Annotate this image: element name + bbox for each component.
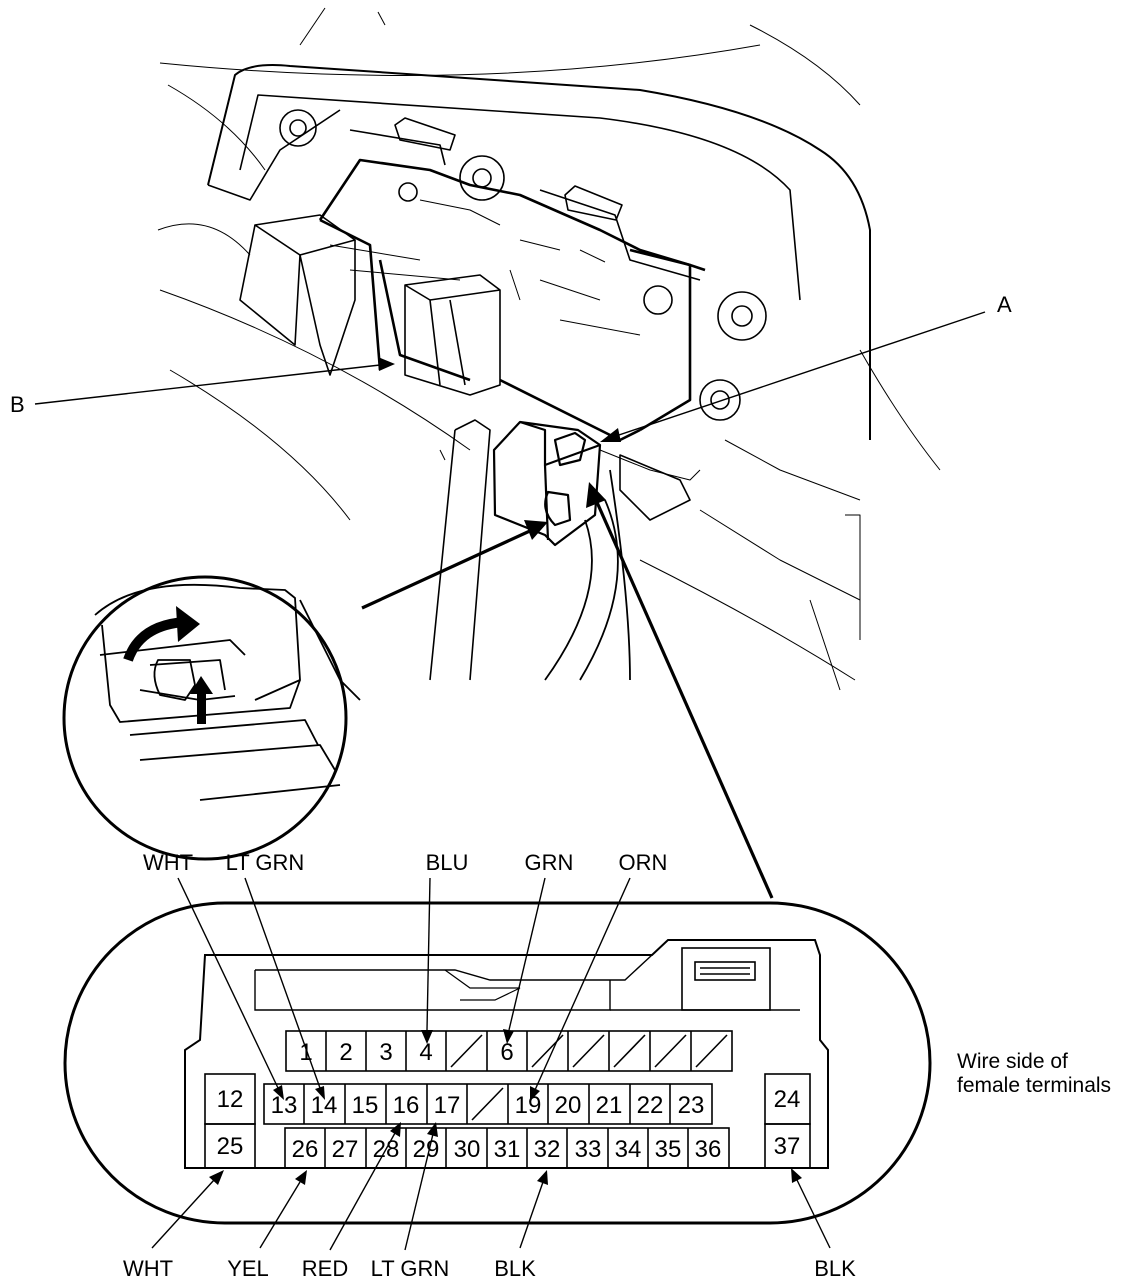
wire-label-wht-top: WHT — [143, 850, 193, 875]
dashboard-line-art — [157, 7, 941, 691]
terminal-33: 33 — [575, 1136, 602, 1163]
terminal-27: 27 — [332, 1136, 359, 1163]
callout-leaders — [34, 311, 986, 442]
wire-label-blu: BLU — [426, 850, 469, 875]
wire-label-ltgrn-top: LT GRN — [226, 850, 305, 875]
terminal-12: 12 — [217, 1086, 244, 1113]
top-wire-labels: WHT LT GRN BLU GRN ORN — [143, 850, 667, 875]
callout-a-label: A — [997, 292, 1012, 317]
terminal-15: 15 — [352, 1092, 379, 1119]
terminal-32: 32 — [534, 1136, 561, 1163]
terminal-34: 34 — [615, 1136, 642, 1163]
terminal-3: 3 — [379, 1039, 392, 1066]
terminal-30: 30 — [454, 1136, 481, 1163]
terminal-21: 21 — [596, 1092, 623, 1119]
terminal-35: 35 — [655, 1136, 682, 1163]
wire-side-note-line2: female terminals — [957, 1074, 1111, 1097]
terminal-29: 29 — [413, 1136, 440, 1163]
connector-face: 1 2 3 4 6 12 13 14 15 16 17 19 20 21 22 … — [63, 901, 932, 1225]
pointer-arrows — [361, 482, 774, 899]
terminal-2: 2 — [339, 1039, 352, 1066]
terminal-31: 31 — [494, 1136, 521, 1163]
connector-plug — [492, 420, 631, 681]
wire-label-orn: ORN — [619, 850, 668, 875]
terminal-numbers: 1 2 3 4 6 12 13 14 15 16 17 19 20 21 22 … — [217, 1039, 801, 1163]
wire-color-leaders — [151, 877, 831, 1251]
terminal-19: 19 — [515, 1092, 542, 1119]
wire-label-blk-left: BLK — [494, 1256, 536, 1281]
lock-release-zoom-circle — [62, 575, 361, 861]
terminal-20: 20 — [555, 1092, 582, 1119]
wire-label-wht-bottom: WHT — [123, 1256, 173, 1281]
wire-label-blk-right: BLK — [814, 1256, 856, 1281]
terminal-26: 26 — [292, 1136, 319, 1163]
terminal-25: 25 — [217, 1133, 244, 1160]
callout-b-label: B — [10, 392, 25, 417]
terminal-24: 24 — [774, 1086, 801, 1113]
terminal-23: 23 — [678, 1092, 705, 1119]
terminal-6: 6 — [500, 1039, 513, 1066]
terminal-4: 4 — [419, 1039, 432, 1066]
terminal-36: 36 — [695, 1136, 722, 1163]
wire-label-grn: GRN — [525, 850, 574, 875]
terminal-37: 37 — [774, 1133, 801, 1160]
terminal-17: 17 — [434, 1092, 461, 1119]
terminal-13: 13 — [271, 1092, 298, 1119]
terminal-16: 16 — [393, 1092, 420, 1119]
wire-label-yel: YEL — [227, 1256, 269, 1281]
wire-label-red: RED — [302, 1256, 348, 1281]
wire-side-note-line1: Wire side of — [957, 1050, 1068, 1073]
wire-label-ltgrn-bottom: LT GRN — [371, 1256, 450, 1281]
bottom-wire-labels: WHT YEL RED LT GRN BLK BLK — [123, 1256, 856, 1281]
terminal-22: 22 — [637, 1092, 664, 1119]
